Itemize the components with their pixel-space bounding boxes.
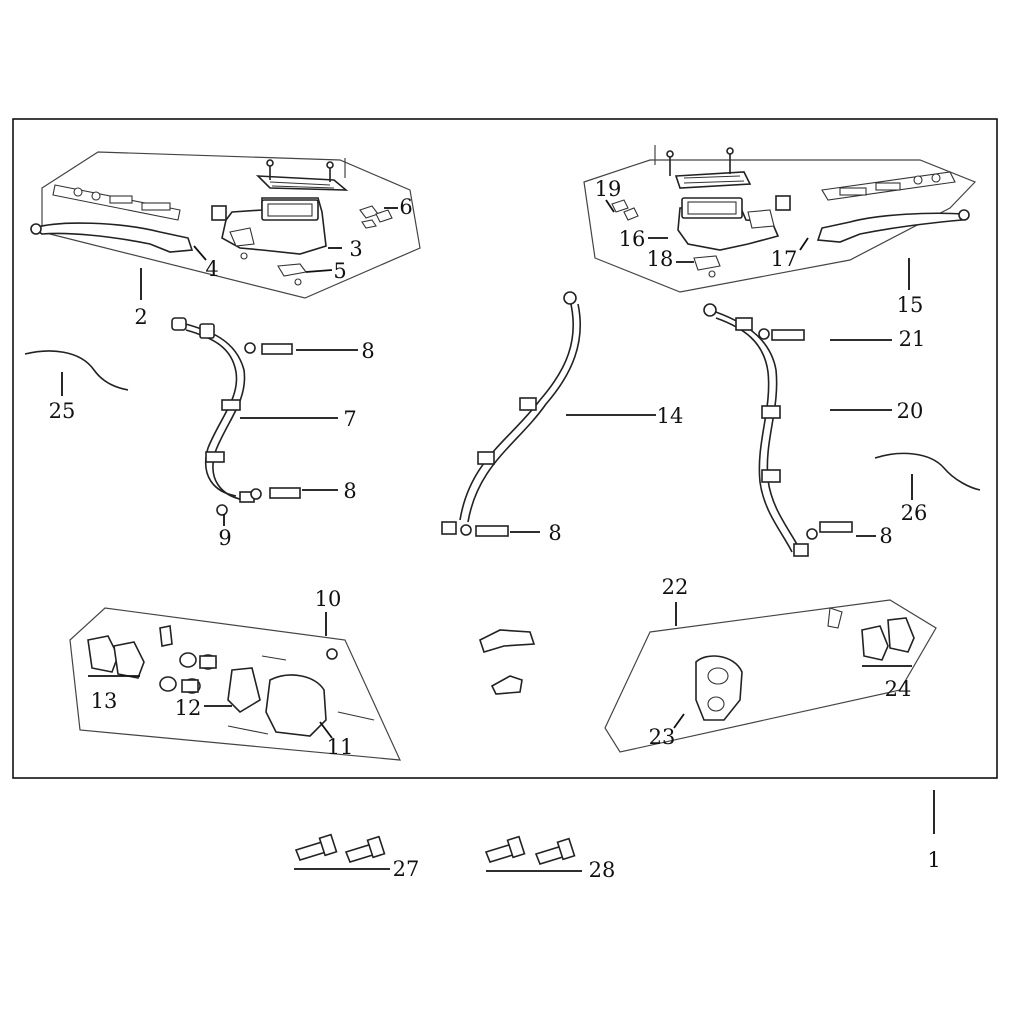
callout-10: 10	[315, 587, 342, 611]
right-brake-hose	[703, 303, 853, 557]
brake-cable-right	[874, 452, 981, 491]
left-caliper-body	[265, 674, 327, 737]
right-reservoir-body	[677, 197, 780, 251]
brake-pads-right	[861, 617, 915, 661]
left-master-cylinder-assembly	[30, 151, 421, 299]
callout-24: 24	[885, 677, 912, 701]
sealing-washer	[216, 504, 228, 516]
callout-8-upper-left: 8	[361, 339, 374, 363]
callout-3: 3	[349, 237, 362, 261]
left-master-cylinder-panel	[41, 151, 421, 299]
brake-light-switch-strip	[52, 184, 181, 221]
right-caliper-assembly	[604, 599, 937, 753]
callout-1: 1	[927, 848, 940, 872]
hose-guide-brackets	[479, 629, 536, 695]
callout-14: 14	[657, 404, 684, 428]
callout-11: 11	[327, 735, 354, 759]
hose-bolt-upper	[244, 342, 293, 355]
right-master-cylinder-assembly	[583, 145, 977, 293]
callout-5: 5	[333, 259, 346, 283]
center-hose-bolt	[460, 524, 509, 537]
callout-13: 13	[91, 689, 118, 713]
caliper-pistons	[159, 652, 217, 694]
pad-spring	[227, 667, 261, 714]
right-caliper-panel	[604, 599, 937, 753]
left-reservoir-cap	[255, 159, 349, 191]
bolt-set-28	[484, 835, 576, 865]
callout-20: 20	[897, 399, 924, 423]
callout-numbers: 1 2 3 4 5 6 7 8 8 8 8 9 10 11 12 13 14 1…	[49, 177, 941, 882]
left-clamp-bolts	[359, 205, 393, 229]
callout-16: 16	[619, 227, 646, 251]
bolt-set-27	[294, 833, 386, 863]
callout-28: 28	[589, 858, 616, 882]
callout-8-center: 8	[548, 521, 561, 545]
left-holder-clamp	[240, 252, 307, 286]
callout-17: 17	[771, 247, 798, 271]
right-switch-strip	[821, 171, 956, 201]
callout-4: 4	[205, 257, 218, 281]
brake-pads-left	[87, 635, 145, 679]
left-reservoir-body	[221, 197, 327, 255]
right-hose-bolt-upper	[758, 328, 805, 341]
callout-27: 27	[393, 857, 420, 881]
right-hose-bolt-lower	[806, 521, 853, 540]
callout-18: 18	[647, 247, 674, 271]
right-brake-lever	[816, 212, 967, 243]
right-master-cylinder-panel	[583, 159, 977, 293]
left-brake-lever	[32, 222, 194, 253]
callout-22: 22	[662, 575, 689, 599]
callout-8-right: 8	[879, 524, 892, 548]
left-caliper-panel	[69, 607, 401, 761]
center-brake-hose	[441, 291, 582, 537]
leader-lines	[61, 199, 935, 872]
callout-6: 6	[399, 195, 412, 219]
brake-cable-left	[24, 350, 129, 391]
left-caliper-assembly	[69, 607, 401, 761]
callout-2: 2	[134, 305, 147, 329]
diagram-frame	[12, 118, 998, 779]
left-brake-hose	[171, 317, 301, 516]
callout-25: 25	[49, 399, 76, 423]
right-holder-clamp	[693, 255, 721, 278]
right-clamp-bolts	[611, 199, 639, 221]
callout-8-lower-left: 8	[343, 479, 356, 503]
callout-23: 23	[649, 725, 676, 749]
hose-bolt-lower	[250, 487, 301, 500]
callout-9: 9	[218, 526, 231, 550]
callout-19: 19	[595, 177, 622, 201]
callout-26: 26	[901, 501, 928, 525]
callout-15: 15	[897, 293, 924, 317]
right-reservoir-cap	[666, 147, 752, 189]
callout-12: 12	[175, 696, 202, 720]
callout-21: 21	[899, 327, 926, 351]
callout-7: 7	[343, 407, 356, 431]
